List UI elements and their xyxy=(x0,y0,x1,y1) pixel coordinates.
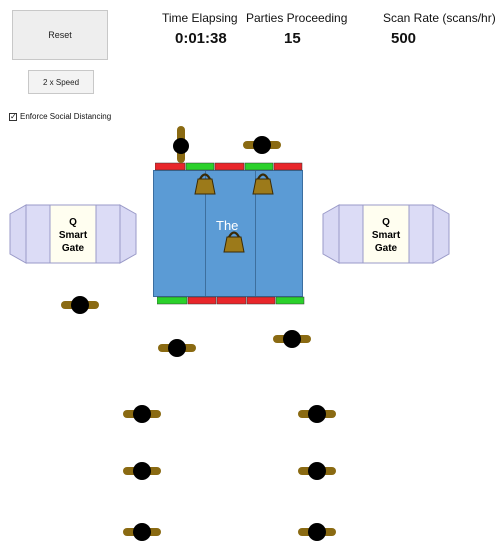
scan-rate-label: Scan Rate (scans/hr) xyxy=(383,11,496,25)
bag-icon xyxy=(252,173,274,195)
time-elapsing-label: Time Elapsing xyxy=(162,11,238,25)
person-icon xyxy=(173,126,189,163)
reset-button[interactable]: Reset xyxy=(12,10,108,60)
top-barrier xyxy=(155,162,303,171)
barrier-segment-red xyxy=(214,162,245,171)
barrier-segment-green xyxy=(275,296,305,305)
social-distancing-checkbox[interactable]: ✓ xyxy=(9,111,17,121)
person-icon xyxy=(123,523,161,541)
counter-label: The xyxy=(216,218,239,233)
gate-left-line1: Q xyxy=(69,217,77,228)
person-icon xyxy=(243,136,281,154)
scan-rate-value: 500 xyxy=(391,30,417,47)
person-icon xyxy=(298,462,336,480)
person-icon xyxy=(298,523,336,541)
bottom-barrier xyxy=(157,296,305,305)
person-icon xyxy=(273,330,311,348)
gate-right-line1: Q xyxy=(382,217,390,228)
barrier-segment-red xyxy=(246,296,276,305)
smart-gate-right: Q Smart Gate xyxy=(322,204,450,264)
barrier-segment-red xyxy=(216,296,247,305)
barrier-segment-red xyxy=(155,162,186,171)
bag-icon xyxy=(194,173,216,195)
gate-left-line2: Smart xyxy=(59,230,88,241)
social-distancing-option[interactable]: ✓ Enforce Social Distancing xyxy=(9,112,111,121)
person-icon xyxy=(298,405,336,423)
smart-gate-left: Q Smart Gate xyxy=(9,204,137,264)
person-icon xyxy=(61,296,99,314)
person-icon xyxy=(123,462,161,480)
barrier-segment-red xyxy=(273,162,303,171)
barrier-segment-green xyxy=(185,162,215,171)
social-distancing-label: Enforce Social Distancing xyxy=(20,112,112,121)
gate-right-line2: Smart xyxy=(372,230,401,241)
counter-area: The xyxy=(153,170,303,297)
counter-divider xyxy=(205,171,206,296)
gate-left-line3: Gate xyxy=(62,243,85,254)
person-icon xyxy=(158,339,196,357)
person-icon xyxy=(123,405,161,423)
bag-icon xyxy=(223,231,245,253)
counter-divider xyxy=(255,171,256,296)
time-elapsing-value: 0:01:38 xyxy=(175,30,227,47)
parties-proceeding-value: 15 xyxy=(284,30,301,47)
barrier-segment-green xyxy=(244,162,274,171)
speed-toggle-button[interactable]: 2 x Speed xyxy=(28,70,94,94)
barrier-segment-red xyxy=(187,296,217,305)
parties-proceeding-label: Parties Proceeding xyxy=(246,11,348,25)
gate-right-line3: Gate xyxy=(375,243,398,254)
barrier-segment-green xyxy=(157,296,188,305)
